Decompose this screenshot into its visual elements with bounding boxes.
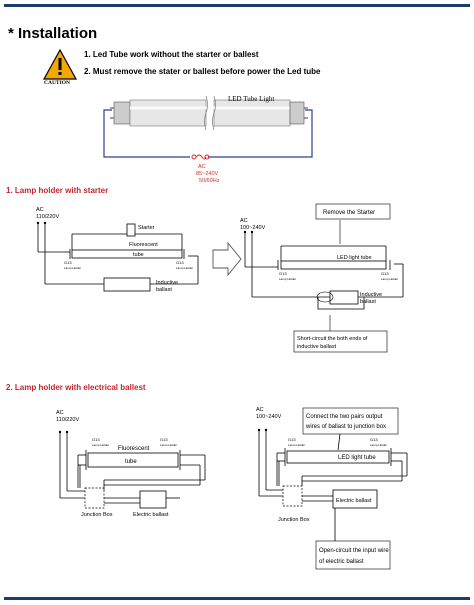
- s1-left-ballast-1: Inductive: [156, 280, 178, 286]
- s2-right-ballast-label: Electric ballast: [336, 498, 372, 504]
- s1-right-ballast-1: Inductive: [360, 292, 382, 298]
- s1-right-callout-short-circuit-2: inductive ballast: [297, 344, 337, 350]
- s2-left-holder-r: G13: [160, 437, 168, 442]
- s2-right-tube-label: LED light tube: [338, 455, 376, 461]
- s1-right-ballast-2: ballast: [360, 299, 376, 305]
- instruction-2: 2. Must remove the stater or ballest bef…: [84, 67, 321, 76]
- top-ac-voltage: 85~240V: [196, 171, 219, 177]
- s2-right-callout-connect-1: Connect the two pairs output: [306, 414, 383, 420]
- page-title: * Installation: [8, 25, 98, 42]
- s2-right-holder-r: G13: [370, 437, 378, 442]
- s1-left-holder-r-label: Lamp Holder: [176, 266, 193, 270]
- s2-right-voltage: 100~240V: [256, 414, 282, 420]
- s2-left-holder-l: G13: [92, 437, 100, 442]
- s1-left-starter-label: Starter: [138, 225, 155, 231]
- s1-right-holder-r: G13: [381, 271, 389, 276]
- s2-right-junction-label: Junction Box: [278, 517, 310, 523]
- top-rule: [4, 4, 470, 7]
- s2-left-junction-label: Junction Box: [81, 512, 113, 518]
- s2-right-callout-connect-2: wires of ballast to junction box: [305, 424, 386, 430]
- s1-right-voltage: 100~240V: [240, 225, 266, 231]
- s1-right-holder-r-label: Lamp Holder: [381, 277, 398, 281]
- top-ac-frequency: 50/60Hz: [199, 178, 220, 184]
- top-tube-label: LED Tube Light: [228, 95, 274, 103]
- s1-right-holder-l-label: Lamp Holder: [279, 277, 296, 281]
- s1-right-tube-label: LED light tube: [337, 255, 372, 261]
- caution-label: CAUTION: [44, 80, 70, 86]
- section-1-heading: 1. Lamp holder with starter: [6, 186, 109, 195]
- s2-left-holder-r-label: Lamp Holder: [160, 443, 177, 447]
- s1-right-ac: AC: [240, 218, 248, 224]
- s2-left-voltage: 110/220V: [56, 417, 79, 423]
- s1-left-tube-label-1: Fluorescent: [129, 242, 158, 248]
- s1-left-voltage: 110/220V: [36, 214, 59, 220]
- s2-right-holder-l: G13: [288, 437, 296, 442]
- top-ac-label: AC: [198, 164, 206, 170]
- s2-left-tube-label-2: tube: [125, 459, 137, 465]
- s1-left-ac: AC: [36, 207, 44, 213]
- s1-left-holder-l: G13: [64, 260, 72, 265]
- s2-right-holder-l-label: Lamp Holder: [288, 443, 305, 447]
- s2-left-tube-label-1: Fluorescent: [118, 446, 150, 452]
- s2-left-holder-l-label: Lamp Holder: [92, 443, 109, 447]
- s2-right-ac: AC: [256, 407, 264, 413]
- s1-left-holder-l-label: Lamp Holder: [64, 266, 81, 270]
- s1-right-callout-short-circuit-1: Short-circuit the both ends of: [297, 336, 368, 342]
- s2-right-callout-open-1: Open-circuit the input wire: [319, 548, 389, 554]
- instruction-1: 1. Led Tube work without the starter or …: [84, 50, 259, 59]
- s1-left-ballast-2: ballast: [156, 287, 172, 293]
- s2-left-ballast-label: Electric ballast: [133, 512, 169, 518]
- s2-right-holder-r-label: Lamp Holder: [370, 443, 387, 447]
- bottom-rule: [4, 597, 470, 600]
- s1-left-holder-r: G13: [176, 260, 184, 265]
- s1-left-tube-label-2: tube: [133, 252, 144, 258]
- s1-right-callout-remove-starter: Remove the Starter: [323, 210, 375, 216]
- s2-left-ac: AC: [56, 410, 64, 416]
- section-2-heading: 2. Lamp holder with electrical ballest: [6, 383, 146, 392]
- s2-right-callout-open-2: of electric ballast: [319, 559, 364, 565]
- s1-right-holder-l: G13: [279, 271, 287, 276]
